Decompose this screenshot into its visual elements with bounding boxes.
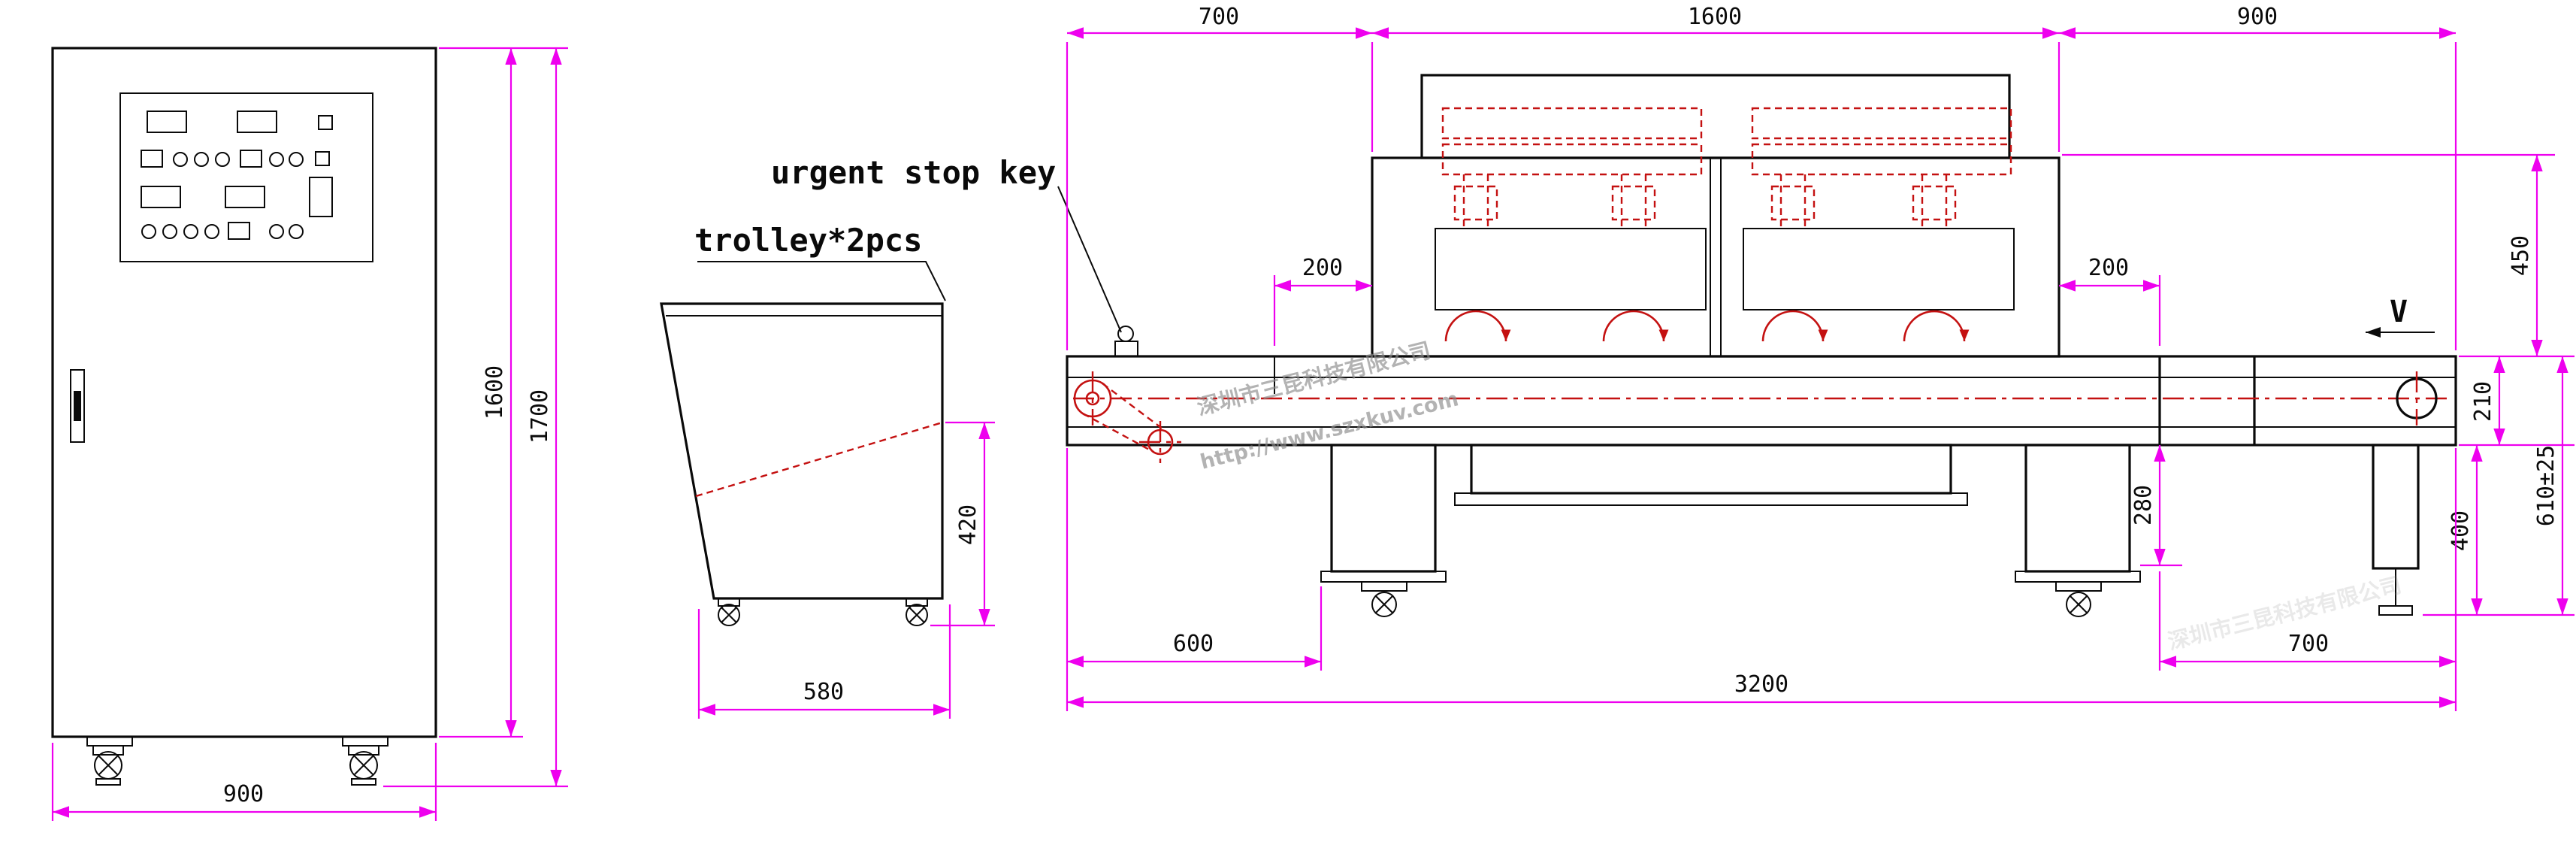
urgent-stop-leader-line: [1057, 186, 1122, 333]
belt-direction-label: V: [2390, 295, 2408, 329]
panel-button: [237, 111, 277, 133]
dim-work-height: 610±25: [2533, 356, 2568, 615]
dim-hood-height: 450: [2062, 153, 2574, 358]
dim-outfeed-length-label: 900: [2237, 4, 2278, 30]
dim-leg-height: 400: [2423, 445, 2574, 616]
panel-button: [147, 111, 187, 133]
lamp-reflector-combs: [1441, 107, 2012, 176]
dim-belt-thickness-label: 210: [2470, 381, 2496, 422]
dim-infeed-length-label: 700: [1199, 4, 1239, 30]
watermark-company-faint: 深圳市三昆科技有限公司: [2165, 572, 2404, 655]
belt-direction-indicator: V: [2366, 295, 2435, 338]
trolley-side-view: trolley*2pcs 420 580: [660, 222, 995, 719]
uv-lamp-module-2: [1743, 228, 2015, 310]
panel-lamp: [269, 152, 284, 167]
dim-entry-margin: 200: [1273, 255, 1372, 346]
cabinet-caster-right: [342, 736, 389, 786]
dim-cabinet-total-height-label: 1700: [527, 389, 553, 444]
oven-hood: [1371, 156, 2060, 358]
under-belt-box: [1454, 444, 1968, 506]
dim-outfeed-floor: 700: [2158, 571, 2456, 671]
control-cabinet-front-view: 900 1600 1700: [51, 47, 568, 821]
panel-lamp: [141, 224, 156, 239]
panel-lamp: [269, 224, 284, 239]
panel-lamp: [194, 152, 209, 167]
machine-foot-far-right: [2372, 444, 2420, 616]
drive-sprocket-left: [1073, 371, 1112, 426]
dim-under-box-height: 280: [2130, 445, 2182, 567]
chain-sprocket-lower: [1082, 383, 1181, 463]
uv-lamp-module-1: [1435, 228, 1707, 310]
machine-leg-left: [1320, 444, 1447, 617]
dim-belt-thickness: 210: [2459, 356, 2574, 447]
trolley-wheel-left: [718, 598, 740, 626]
panel-button: [141, 150, 163, 168]
cabinet-caster-left: [86, 736, 133, 786]
dim-top-chain: 700 1600 900: [1066, 4, 2457, 350]
panel-button: [240, 150, 262, 168]
panel-indicator: [318, 115, 333, 130]
dim-exit-margin-label: 200: [2088, 255, 2129, 281]
dim-cabinet-width-label: 900: [223, 781, 264, 807]
dim-outfeed-floor-label: 700: [2288, 631, 2329, 657]
airflow-arcs: [1444, 310, 1970, 342]
urgent-stop-button: [1114, 326, 1138, 357]
panel-lamp: [173, 152, 188, 167]
dim-under-box-height-label: 280: [2130, 485, 2157, 525]
dim-cabinet-body-height: 1600: [439, 47, 568, 738]
trolley-label: trolley*2pcs: [694, 222, 922, 259]
lamp-drop-connectors: [1453, 174, 1957, 229]
dim-trolley-tray-height-label: 420: [955, 504, 981, 545]
panel-button: [228, 222, 250, 240]
dim-total-length-label: 3200: [1734, 671, 1788, 698]
dim-infeed-floor-label: 600: [1173, 631, 1214, 657]
dim-oven-length-label: 1600: [1688, 4, 1742, 30]
trolley-body: [660, 302, 944, 600]
panel-lamp: [204, 224, 219, 239]
panel-button: [141, 186, 181, 208]
belt-roller-right: [2396, 371, 2438, 426]
dim-cabinet-width: 900: [51, 743, 437, 821]
panel-lamp: [215, 152, 230, 167]
cabinet-door-handle: [70, 369, 85, 443]
urgent-stop-label: urgent stop key: [771, 154, 1056, 191]
panel-lamp: [289, 224, 304, 239]
dim-trolley-width-label: 580: [803, 679, 844, 705]
panel-lamp: [289, 152, 304, 167]
panel-meter: [309, 177, 333, 217]
dim-hood-height-label: 450: [2508, 235, 2534, 276]
dim-exit-margin: 200: [2059, 255, 2161, 346]
dim-work-height-label: 610±25: [2533, 445, 2559, 526]
dim-leg-height-label: 400: [2448, 510, 2474, 551]
panel-button: [225, 186, 265, 208]
trolley-wheel-right: [906, 598, 928, 626]
dim-total-length: 3200: [1067, 448, 2457, 711]
panel-indicator: [315, 151, 330, 166]
dim-entry-margin-label: 200: [1302, 255, 1343, 281]
conveyor-oven-side-view: urgent stop key V 700 1600 900 200: [771, 4, 2574, 711]
machine-leg-right: [2015, 444, 2141, 617]
cabinet-body: [51, 47, 437, 738]
trolley-leader-line: [697, 261, 946, 301]
dim-cabinet-body-height-label: 1600: [482, 365, 508, 419]
dim-infeed-floor: 600: [1066, 448, 1323, 711]
oven-top-housing: [1420, 74, 2011, 159]
cabinet-control-panel: [119, 92, 373, 262]
watermark: 深圳市三昆科技有限公司 http://www.szxkuv.com 深圳市三昆科…: [1194, 338, 2404, 655]
dim-trolley-width: 580: [697, 604, 951, 719]
dim-trolley-tray-height: 420: [930, 421, 995, 627]
dim-cabinet-total-height: 1700: [383, 48, 568, 788]
panel-lamp: [183, 224, 198, 239]
trolley-tray-line: [695, 421, 943, 498]
panel-lamp: [162, 224, 177, 239]
